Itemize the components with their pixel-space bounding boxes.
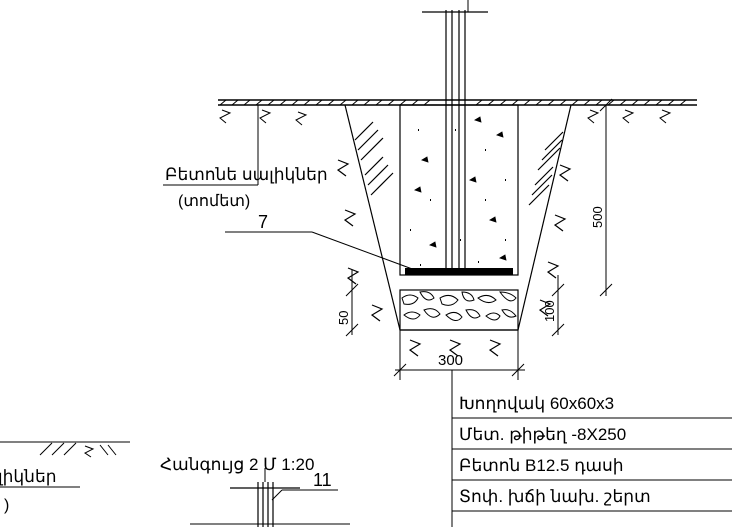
node-title: Հանգույց 2 Մ 1:20	[160, 455, 314, 474]
legend-item-plate: Մետ. թիթեղ -8X250	[459, 425, 626, 444]
tiles-callout	[163, 105, 259, 186]
dim-gravel-100	[551, 275, 565, 337]
tiles-label: Բետոնե սալիկներ	[165, 165, 328, 184]
dim-depth-500	[530, 98, 613, 297]
dim-sand-50	[345, 270, 359, 337]
callout-7-number: 7	[258, 212, 268, 232]
bottom-left-detail	[0, 441, 130, 488]
bottom-left-paren-fragment: )	[4, 497, 9, 514]
callout-11-number: 11	[313, 470, 332, 490]
dim-depth-label: 500	[590, 206, 605, 228]
dim-width-300	[393, 330, 525, 380]
callout-7-leader	[225, 231, 416, 271]
soil-hatch-marks	[219, 109, 672, 126]
dim-width-label: 300	[438, 352, 463, 369]
excavation-slopes	[336, 104, 572, 357]
legend-item-pipe: Խողովակ 60x60x3	[459, 394, 614, 413]
dim-sand-label: 50	[336, 311, 351, 325]
tiles-label-sub: (տոմետ)	[178, 193, 250, 210]
gravel-layer	[399, 289, 519, 331]
legend-item-concrete: Բետոն B12.5 դասի	[459, 456, 624, 475]
legend-item-gravel: Տոփ. խճի նախ. շերտ	[459, 487, 651, 506]
ground-surface	[218, 99, 697, 106]
dim-gravel-label: 100	[542, 300, 557, 322]
legend-table	[451, 370, 732, 527]
bottom-left-label-fragment: լիկներ	[0, 467, 57, 486]
node-2-detail	[190, 468, 350, 527]
pipe-column	[422, 0, 488, 272]
